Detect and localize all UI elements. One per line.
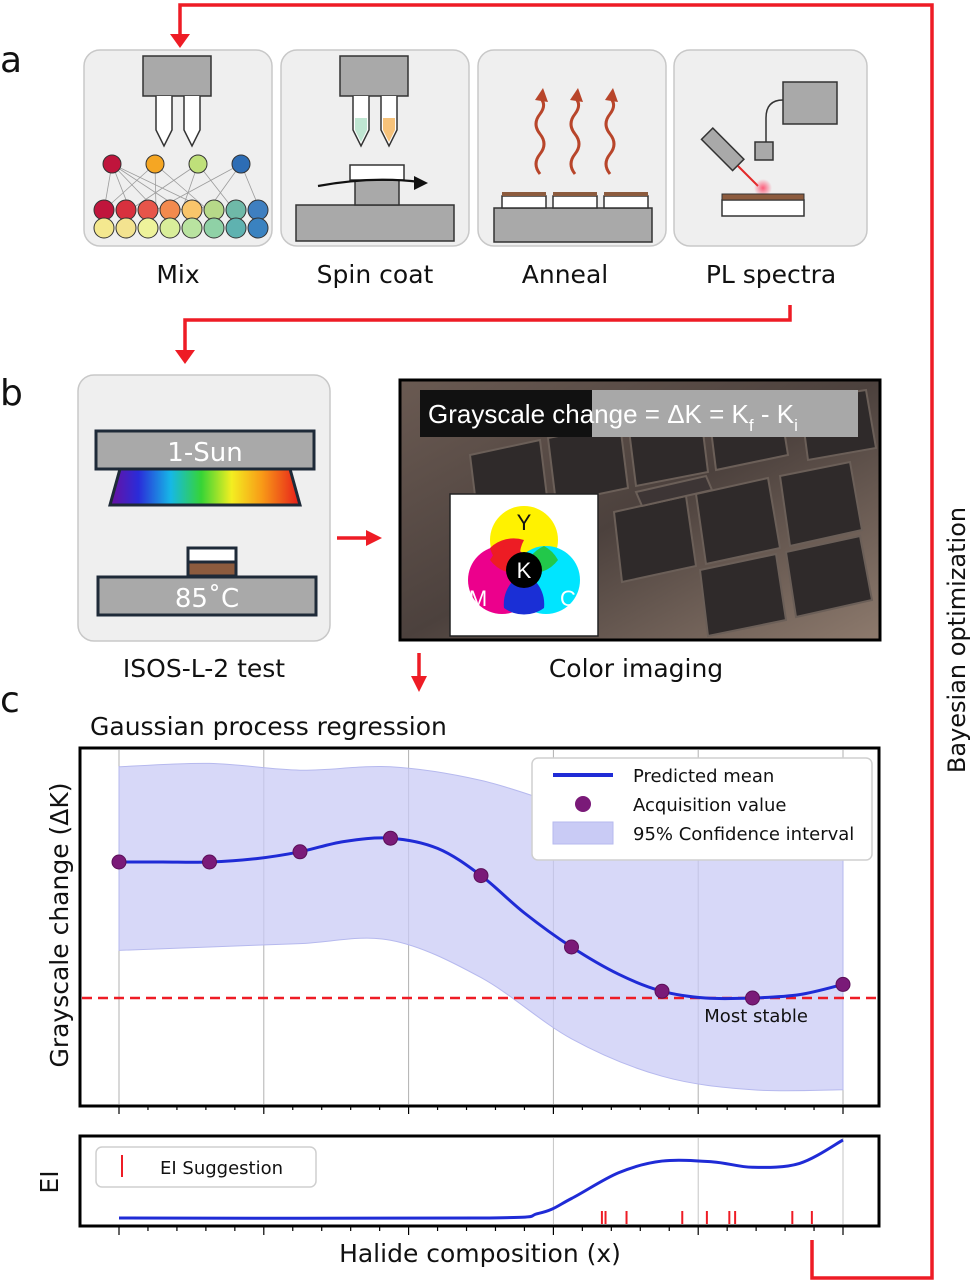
step-pl-spectra: PL spectra bbox=[673, 49, 868, 289]
arrow-to-imaging bbox=[366, 530, 382, 546]
formula: Grayscale change = ΔK = Kf - Ki bbox=[428, 399, 798, 435]
step-label-pl-spectra: PL spectra bbox=[706, 260, 836, 289]
acquisition-point bbox=[835, 976, 851, 992]
wheel-label-c: C bbox=[560, 586, 576, 611]
legend-ei: EI Suggestion bbox=[160, 1158, 283, 1179]
acquisition-points bbox=[111, 830, 851, 1006]
loop-arrowhead bbox=[170, 34, 190, 48]
gpr-ticks bbox=[118, 1106, 844, 1114]
panel-label-a: a bbox=[0, 40, 22, 81]
ei-ticks bbox=[118, 1227, 844, 1235]
step-spin-coat: Spin coat bbox=[280, 49, 470, 289]
acquisition-point bbox=[111, 854, 127, 870]
wheel-label-k: K bbox=[517, 558, 532, 583]
acquisition-point bbox=[564, 939, 579, 955]
acquisition-point bbox=[202, 854, 217, 870]
ei-suggestion-marks bbox=[600, 1211, 813, 1224]
step-label-spin-coat: Spin coat bbox=[317, 260, 434, 289]
acquisition-point bbox=[745, 990, 760, 1006]
acquisition-point bbox=[292, 844, 308, 860]
well-plate-row-2 bbox=[93, 217, 269, 239]
legend-ci: 95% Confidence interval bbox=[633, 824, 854, 845]
legend-ci-swatch bbox=[552, 821, 614, 845]
lamp-label: 1-Sun bbox=[167, 438, 242, 468]
x-axis-label: Halide composition (x) bbox=[339, 1239, 621, 1268]
cmyk-color-wheel: Y M C K bbox=[468, 506, 580, 615]
legend-acquisition: Acquisition value bbox=[633, 795, 786, 816]
most-stable-annotation: Most stable bbox=[704, 1006, 808, 1027]
wheel-label-m: M bbox=[469, 586, 487, 611]
gpr-legend: Predicted mean Acquisition value 95% Con… bbox=[531, 757, 873, 861]
imaging-caption: Color imaging bbox=[549, 654, 723, 683]
well-plate-row-1 bbox=[93, 199, 269, 221]
panel-label-b: b bbox=[0, 373, 23, 414]
step-label-mix: Mix bbox=[156, 260, 199, 289]
acquisition-point bbox=[473, 868, 489, 884]
arrow-to-regression bbox=[411, 676, 427, 692]
arrow-a-to-b bbox=[183, 305, 792, 352]
wheel-label-y: Y bbox=[517, 510, 532, 535]
ei-legend: EI Suggestion bbox=[95, 1146, 317, 1188]
step-label-anneal: Anneal bbox=[522, 260, 608, 289]
gpr-chart: Most stable Predicted mean Acquisition v… bbox=[78, 746, 881, 1114]
aging-chamber: 1-Sun 85˚C bbox=[77, 374, 331, 642]
y-axis-label: Grayscale change (ΔK) bbox=[45, 782, 74, 1067]
chart-title: Gaussian process regression bbox=[90, 712, 447, 741]
test-label: ISOS-L-2 test bbox=[123, 654, 285, 683]
solar-spectrum bbox=[108, 467, 302, 507]
step-mix: Mix bbox=[83, 49, 273, 289]
ei-curve bbox=[118, 1138, 844, 1220]
bayesian-loop: Bayesian optimization bbox=[170, 3, 971, 1280]
legend-point-swatch bbox=[575, 796, 591, 812]
loop-label: Bayesian optimization bbox=[943, 507, 971, 773]
imaging-photo: Grayscale change = ΔK = Kf - Ki Y M C K bbox=[398, 378, 882, 642]
heat-waves bbox=[534, 99, 616, 175]
step-anneal: Anneal bbox=[477, 49, 667, 289]
ei-chart: EI Suggestion bbox=[78, 1134, 881, 1235]
sample-grid bbox=[468, 388, 878, 638]
panel-label-c: c bbox=[0, 680, 20, 721]
ei-axis-label: EI bbox=[35, 1170, 64, 1193]
stage-label: 85˚C bbox=[175, 584, 239, 614]
legend-mean: Predicted mean bbox=[633, 766, 774, 787]
acquisition-point bbox=[654, 983, 670, 999]
acquisition-point bbox=[383, 830, 398, 846]
